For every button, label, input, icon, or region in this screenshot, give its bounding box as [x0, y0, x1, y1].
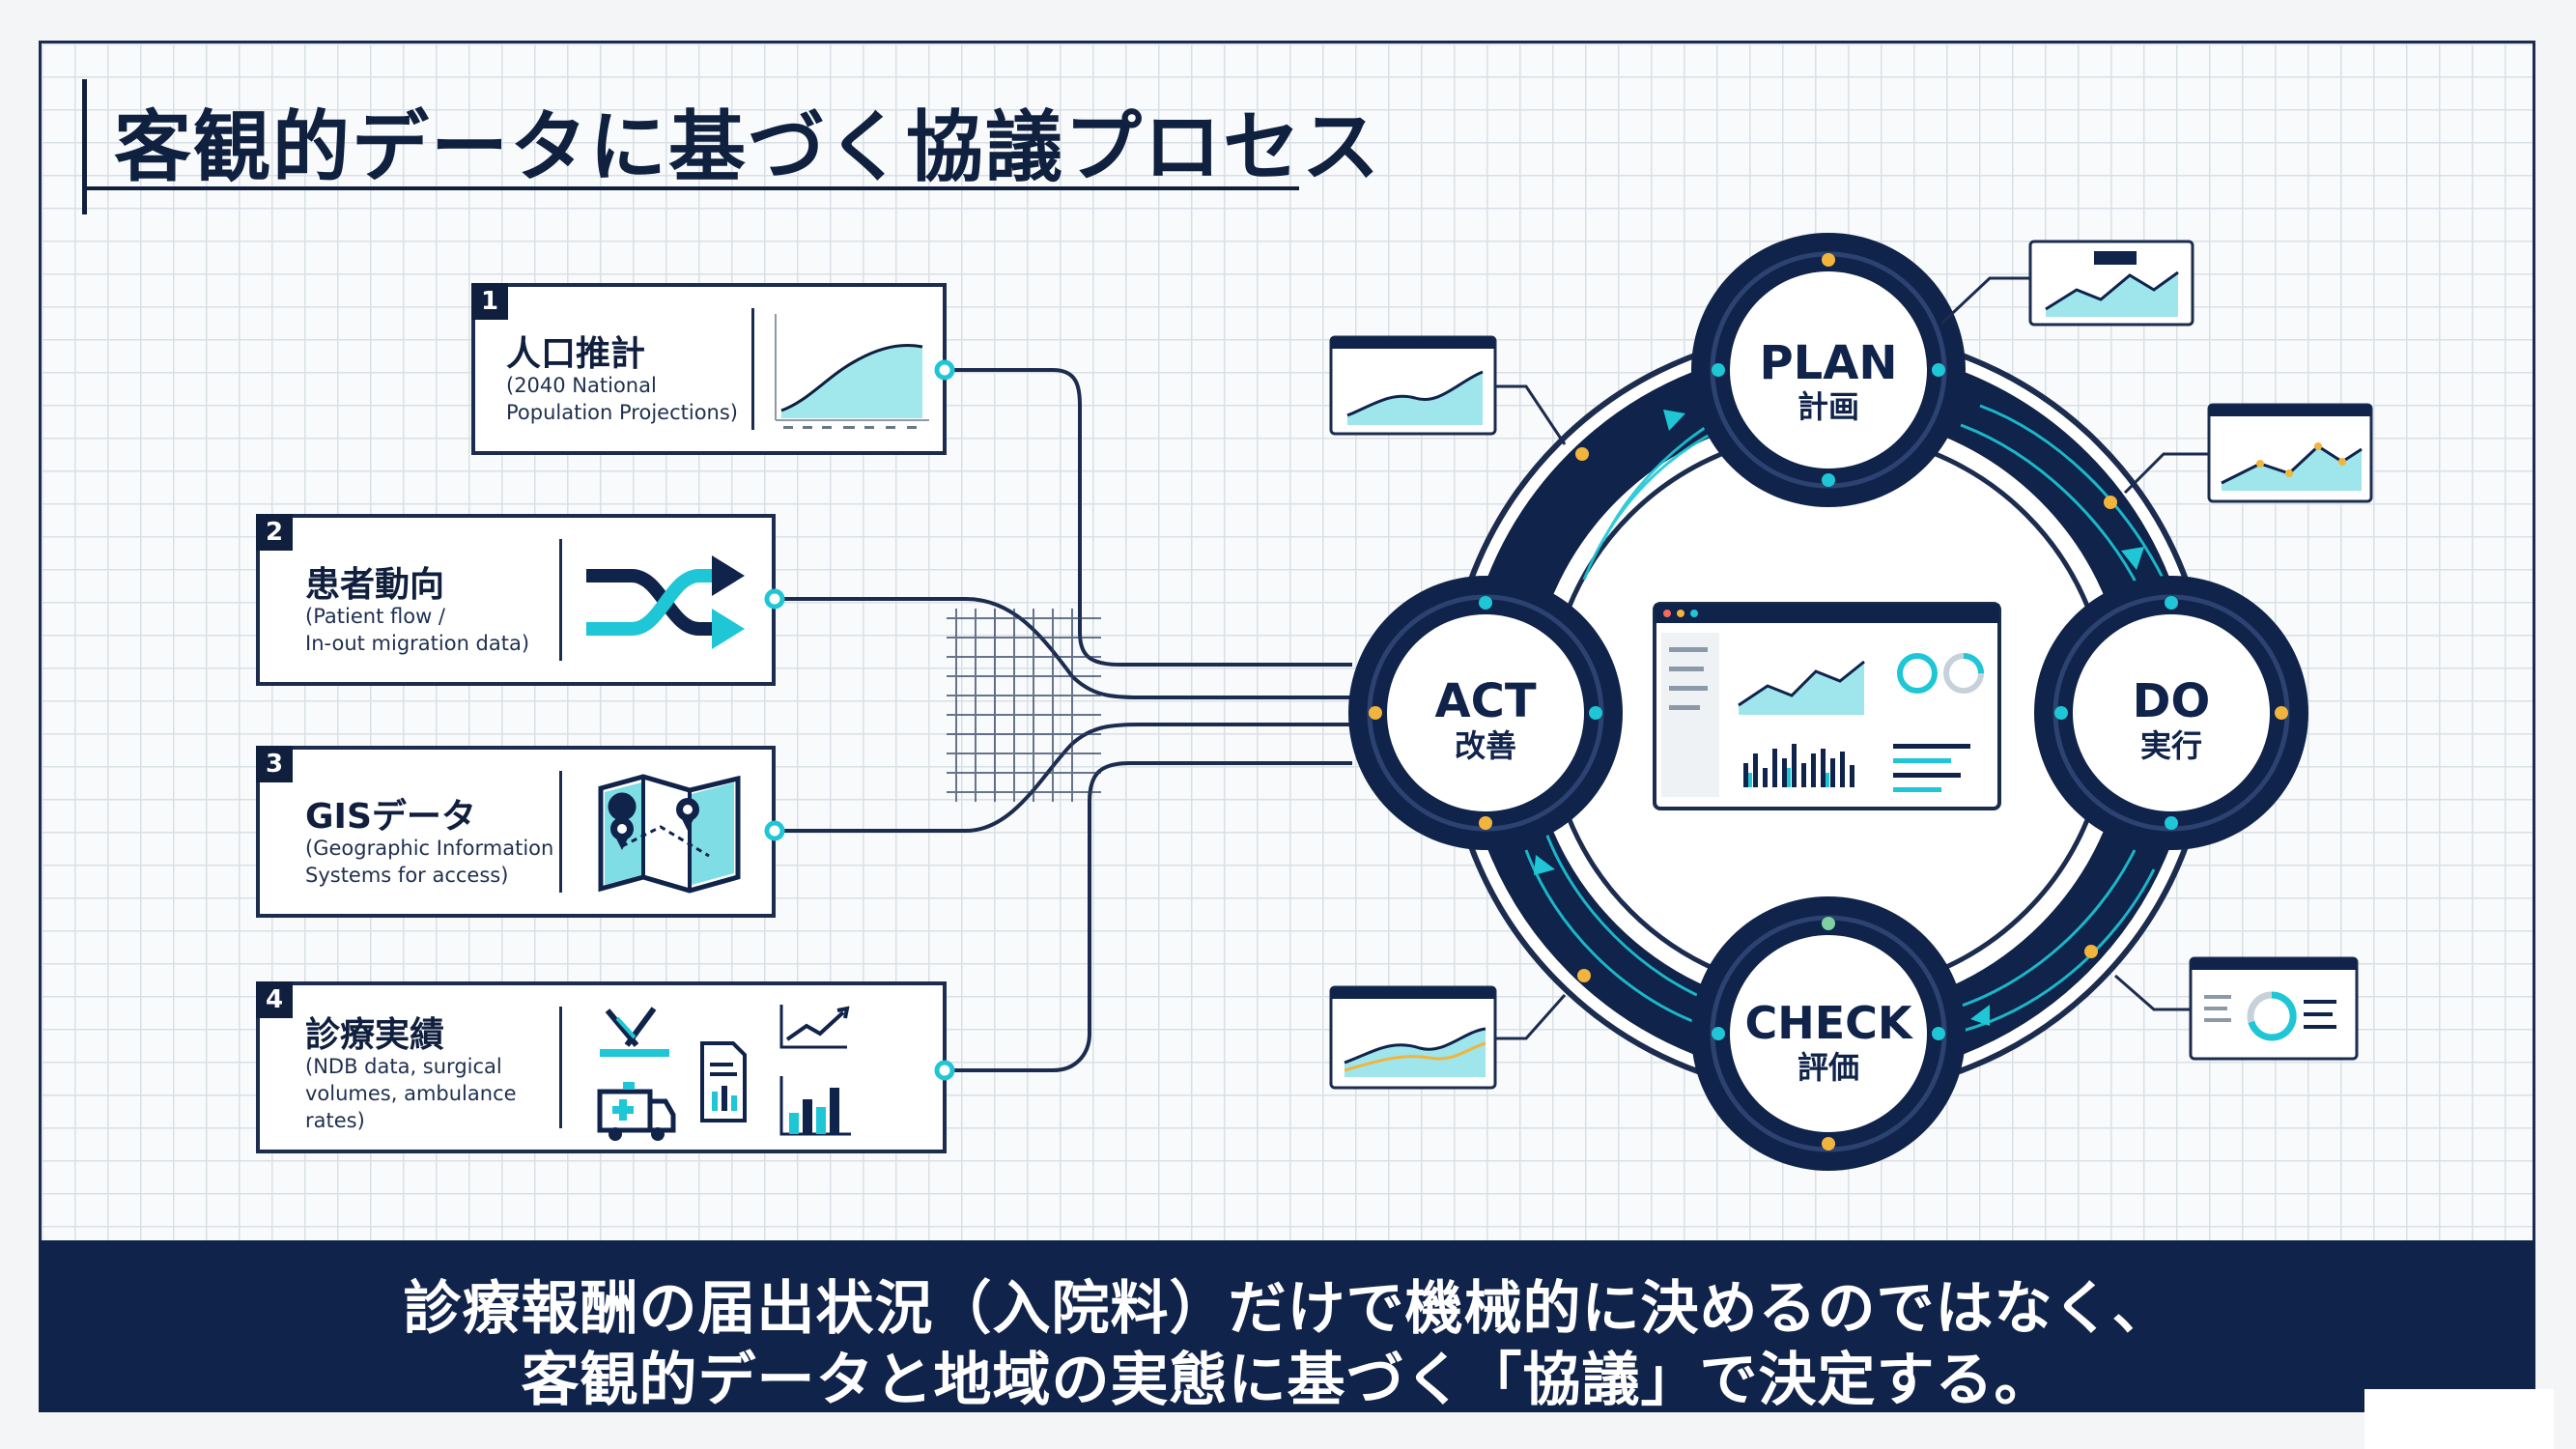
medical-stats-icon: [597, 1005, 851, 1141]
conclusion-banner: 診療報酬の届出状況（入院料）だけで機械的に決めるのではなく、 客観的データと地域…: [39, 1240, 2535, 1414]
card-number: 1: [471, 283, 508, 320]
phase-node-check: [1691, 896, 1966, 1171]
corner-overlay: [2364, 1389, 2554, 1449]
grid-mesh: [947, 609, 1101, 802]
phase-label-plan-ja: 計画: [1798, 388, 1859, 425]
phase-label-check-ja: 評価: [1798, 1049, 1859, 1086]
card-subtext: (2040 National Population Projections): [506, 374, 738, 424]
shuffle-arrows-icon: [586, 555, 745, 649]
card-heading: 人口推計: [506, 334, 646, 374]
card-heading: 診療実績: [305, 1015, 445, 1055]
card-separator: [751, 308, 754, 430]
input-card-population: 1 人口推計 (2040 National Population Project…: [471, 283, 947, 455]
input-card-clinical-records: 4 診療実績 (NDB data, surgical volumes, ambu…: [256, 981, 947, 1153]
card-heading: 患者動向: [305, 565, 445, 605]
card-subtext: (Patient flow / In-out migration data): [305, 605, 530, 655]
card-number: 3: [256, 746, 293, 782]
connector-dots: [764, 359, 955, 1081]
center-dashboard: [1653, 602, 2001, 810]
card-subtext: (NDB data, surgical volumes, ambulance r…: [305, 1055, 517, 1132]
mini-chart-window: [2207, 403, 2373, 503]
banner-line-2: 客観的データと地域の実態に基づく「協議」で決定する。: [521, 1347, 2053, 1414]
phase-label-act-en: ACT: [1434, 674, 1536, 728]
card-separator: [559, 771, 562, 893]
mini-chart-window: [1329, 985, 1497, 1090]
title-accent-bar: [82, 79, 87, 214]
phase-label-plan-en: PLAN: [1759, 336, 1897, 390]
card-separator: [559, 539, 562, 661]
mini-chart-window: [2028, 240, 2194, 327]
input-card-gis: 3 GISデータ (Geographic Information Systems…: [256, 746, 776, 918]
card-separator: [559, 1007, 562, 1128]
card-subtext: (Geographic Information Systems for acce…: [305, 837, 554, 887]
flow-nodes: [1575, 447, 2117, 982]
flow-arrowheads: [1534, 410, 2144, 1026]
card-heading: GISデータ: [305, 797, 476, 837]
page-title: 客観的データに基づく協議プロセス: [114, 102, 1381, 192]
area-chart-icon: [775, 314, 929, 429]
mini-chart-window: [2189, 956, 2359, 1061]
phase-label-check-en: CHECK: [1744, 997, 1913, 1049]
input-card-patient-flow: 2 患者動向 (Patient flow / In-out migration …: [256, 514, 776, 686]
phase-node-act: [1348, 576, 1623, 850]
card-number: 4: [256, 981, 293, 1018]
phase-label-act-ja: 改善: [1455, 727, 1516, 764]
title-underline: [82, 186, 1299, 190]
banner-line-1: 診療報酬の届出状況（入院料）だけで機械的に決めるのではなく、: [403, 1275, 2171, 1343]
phase-label-do-en: DO: [2133, 674, 2211, 728]
data-connectors: [775, 368, 1352, 1072]
phase-label-do-ja: 実行: [2140, 727, 2202, 764]
phase-node-plan: [1691, 233, 1966, 507]
phase-node-do: [2034, 576, 2308, 850]
mini-chart-window: [1329, 335, 1497, 436]
folded-map-icon: [598, 774, 741, 894]
card-number: 2: [256, 514, 293, 551]
